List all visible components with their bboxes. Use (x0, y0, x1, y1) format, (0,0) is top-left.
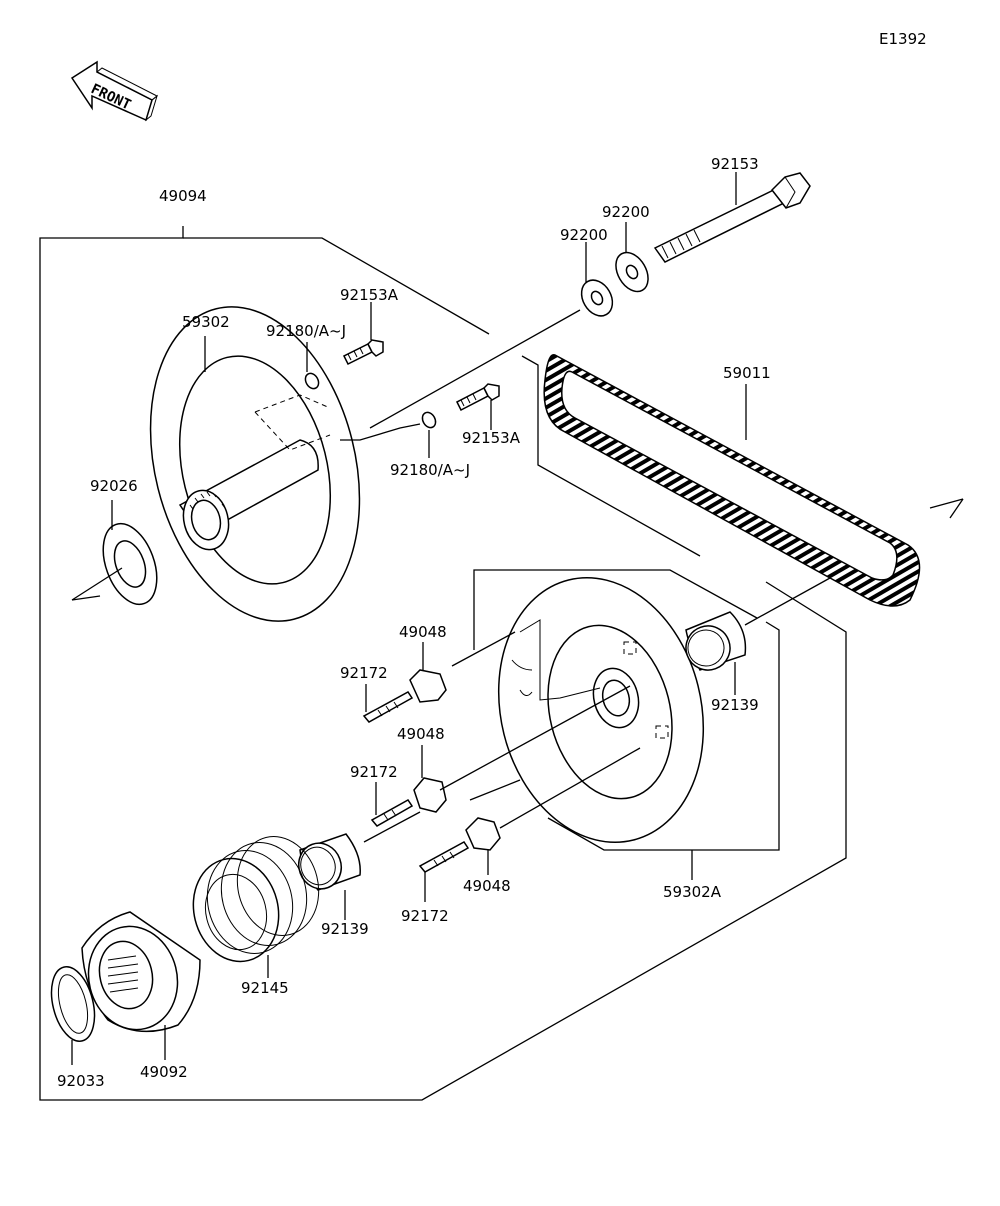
screw-92172-middle (363, 782, 421, 843)
washer-92200-inner (580, 242, 614, 317)
washer-92200-outer (615, 222, 649, 293)
label-92139-upper: 92139 (711, 696, 759, 714)
weight-49048-upper (409, 642, 447, 703)
drive-belt-59011 (543, 353, 921, 607)
washer-92026 (71, 500, 158, 606)
screw-92172-upper (362, 684, 414, 723)
diagram-code: E1392 (879, 30, 927, 48)
label-92172-upper: 92172 (340, 664, 388, 682)
washer-92180-b (421, 411, 437, 458)
assembly-boundary-49094 (39, 226, 847, 1101)
label-92033: 92033 (57, 1072, 105, 1090)
assembly-boundary-59302a (473, 569, 780, 880)
label-92145: 92145 (241, 979, 289, 997)
label-92153a-lower: 92153A (462, 429, 521, 447)
sheave-59302a (451, 576, 705, 844)
label-59302: 59302 (182, 313, 230, 331)
bushing-92139-lower (298, 833, 361, 920)
label-92172-middle: 92172 (350, 763, 398, 781)
label-92139-lower: 92139 (321, 920, 369, 938)
label-59011: 59011 (723, 364, 771, 382)
bolt-92153a-lower (455, 383, 500, 430)
belt-guide-lines (521, 355, 964, 626)
label-92026: 92026 (90, 477, 138, 495)
label-92172-lower: 92172 (401, 907, 449, 925)
spring-92145 (192, 836, 320, 978)
leader-92180-group (340, 423, 421, 441)
label-92200-inner: 92200 (560, 226, 608, 244)
cam-49092 (81, 911, 201, 1060)
label-92180-a: 92180/A~J (266, 322, 346, 340)
bolt-92153a-upper (342, 302, 384, 366)
weight-49048-lower (465, 747, 641, 875)
bolt-92153 (653, 172, 811, 263)
label-92180-b: 92180/A~J (390, 461, 470, 479)
label-92153a-upper: 92153A (340, 286, 399, 304)
circlip-92033 (50, 966, 96, 1065)
label-49048-lower: 49048 (463, 877, 511, 895)
screw-92172-lower (418, 841, 470, 902)
washer-92180-a (304, 342, 320, 390)
bushing-92139-upper (685, 611, 747, 695)
label-49094: 49094 (159, 187, 207, 205)
label-59302a: 59302A (663, 883, 722, 901)
label-92200-outer: 92200 (602, 203, 650, 221)
weight-49048-middle (413, 685, 631, 813)
label-49092: 49092 (140, 1063, 188, 1081)
front-arrow-icon: FRONT (70, 60, 158, 122)
sheave-59302 (149, 306, 361, 622)
label-49048-upper: 49048 (399, 623, 447, 641)
label-92153: 92153 (711, 155, 759, 173)
label-49048-middle: 49048 (397, 725, 445, 743)
